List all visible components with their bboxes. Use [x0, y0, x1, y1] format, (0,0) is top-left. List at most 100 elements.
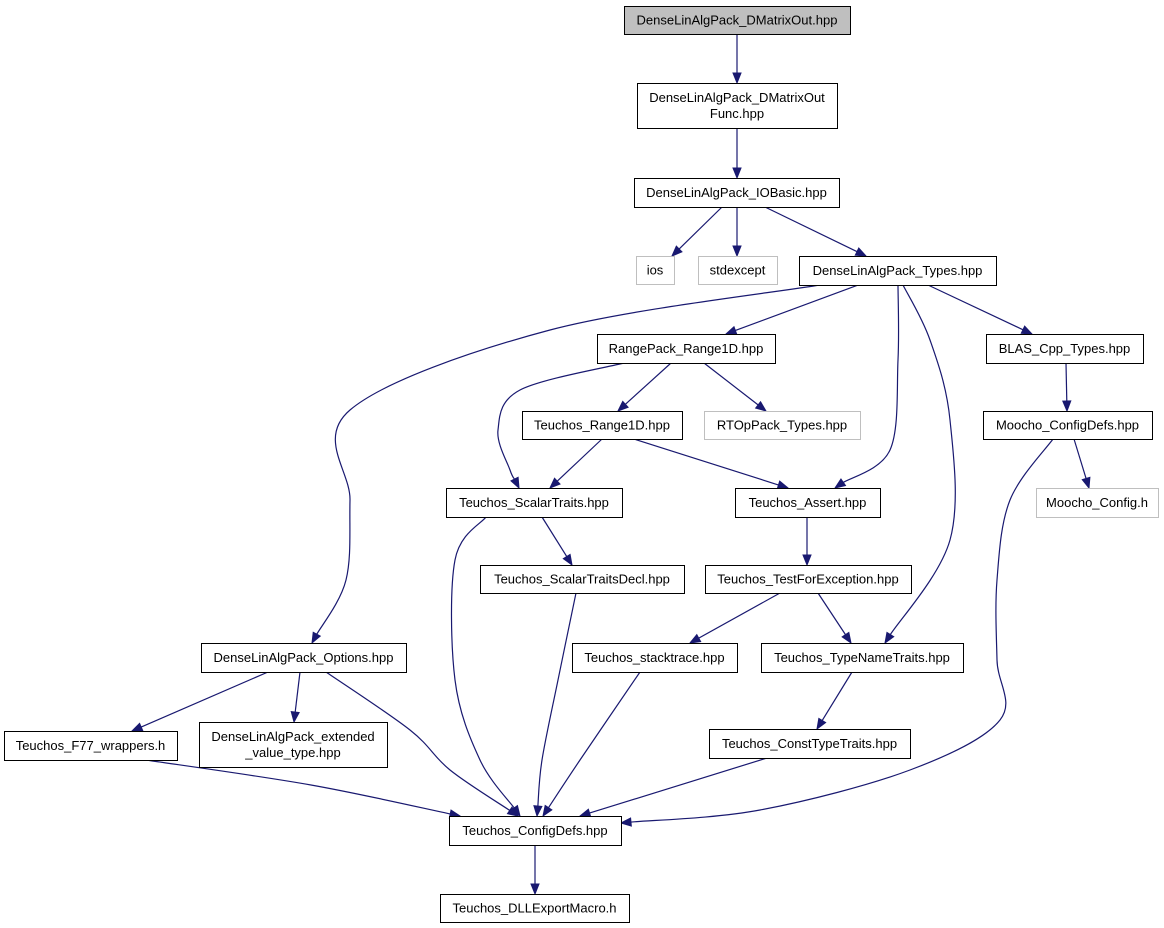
edge-line: [547, 671, 641, 809]
node-label: Teuchos_Range1D.hpp: [534, 418, 670, 433]
node-box: [637, 83, 838, 129]
edge-types-to-typenametraits: [884, 284, 956, 645]
node-label: RTOpPack_Types.hpp: [717, 418, 847, 433]
edge-testforexc-to-stacktrace: [688, 592, 781, 644]
edge-line: [315, 284, 821, 636]
arrow-head: [732, 245, 742, 258]
node-label: Teuchos_TypeNameTraits.hpp: [774, 650, 950, 665]
edge-iobasic-to-types: [764, 206, 868, 257]
node-options[interactable]: DenseLinAlgPack_Options.hpp: [201, 643, 407, 673]
edge-line: [1065, 362, 1068, 403]
arrow-head: [884, 631, 895, 645]
node-label: BLAS_Cpp_Types.hpp: [999, 341, 1131, 356]
node-stacktrace[interactable]: Teuchos_stacktrace.hpp: [572, 643, 738, 673]
edge-options-to-extended: [290, 671, 301, 724]
node-label: Teuchos_ConfigDefs.hpp: [462, 823, 607, 838]
arrow-head: [510, 476, 520, 490]
node-stdexcept[interactable]: stdexcept: [698, 256, 778, 285]
edge-options-to-tconfigdefs: [325, 671, 520, 817]
edge-line: [140, 671, 269, 728]
node-f77[interactable]: Teuchos_F77_wrappers.h: [4, 731, 178, 761]
edge-iobasic-to-stdexcept: [732, 207, 742, 258]
arrow-head: [732, 167, 742, 180]
node-ios[interactable]: ios: [636, 256, 675, 285]
node-iobasic[interactable]: DenseLinAlgPack_IOBasic.hpp: [634, 178, 840, 208]
edge-line: [889, 284, 956, 636]
node-label: Teuchos_stacktrace.hpp: [584, 650, 724, 665]
edge-line: [537, 592, 577, 808]
edge-types-to-blas: [927, 284, 1034, 335]
edge-line: [764, 206, 859, 253]
edge-consttypetraits-to-tconfigdefs: [578, 757, 768, 818]
node-scalartraits[interactable]: Teuchos_ScalarTraits.hpp: [446, 488, 623, 518]
node-box: [799, 256, 997, 286]
node-testforexc[interactable]: Teuchos_TestForException.hpp: [705, 565, 912, 594]
node-box: [624, 6, 851, 35]
node-box: [698, 256, 778, 285]
edge-range1d-to-trange1d: [617, 362, 672, 412]
edge-line: [703, 362, 760, 406]
edge-line: [678, 206, 723, 251]
edge-options-to-f77: [130, 671, 269, 732]
nodes-layer: DenseLinAlgPack_DMatrixOut.hppDenseLinAl…: [4, 6, 1159, 923]
edge-line: [697, 592, 781, 640]
edge-line: [1073, 438, 1087, 480]
node-consttypetraits[interactable]: Teuchos_ConstTypeTraits.hpp: [709, 729, 911, 759]
node-label: stdexcept: [710, 263, 766, 278]
edge-testforexc-to-typenametraits: [817, 592, 852, 645]
arrow-head: [1081, 476, 1091, 490]
node-label: _value_type.hpp: [244, 745, 340, 760]
edge-typenametraits-to-consttypetraits: [816, 671, 853, 731]
node-label: Func.hpp: [710, 106, 764, 121]
node-box: [572, 643, 738, 673]
edge-scalartraits-to-tconfigdefs: [450, 516, 521, 818]
node-types[interactable]: DenseLinAlgPack_Types.hpp: [799, 256, 997, 286]
node-label: Teuchos_TestForException.hpp: [717, 572, 898, 587]
node-tconfigdefs[interactable]: Teuchos_ConfigDefs.hpp: [449, 816, 622, 846]
node-box: [597, 334, 776, 364]
node-box: [705, 565, 912, 594]
node-label: Teuchos_DLLExportMacro.h: [452, 901, 616, 916]
arrow-head: [578, 808, 592, 818]
edge-iobasic-to-ios: [671, 206, 723, 257]
node-trange1d[interactable]: Teuchos_Range1D.hpp: [522, 411, 683, 440]
arrow-head: [671, 245, 683, 257]
edge-line: [145, 759, 452, 815]
node-mconfigh[interactable]: Moocho_Config.h: [1036, 488, 1159, 518]
edge-blas-to-mconfigdefs: [1062, 362, 1072, 413]
edge-scalartraits-to-scalartraitsdecl: [541, 516, 573, 567]
node-typenametraits[interactable]: Teuchos_TypeNameTraits.hpp: [761, 643, 964, 673]
edge-line: [817, 592, 847, 636]
node-scalartraitsdecl[interactable]: Teuchos_ScalarTraitsDecl.hpp: [480, 565, 685, 594]
node-label: DenseLinAlgPack_IOBasic.hpp: [646, 185, 827, 200]
edge-line: [927, 284, 1025, 331]
arrow-head: [130, 722, 144, 732]
edge-range1d-to-rtop: [703, 362, 768, 412]
node-dllexport[interactable]: Teuchos_DLLExportMacro.h: [440, 894, 630, 923]
node-blas[interactable]: BLAS_Cpp_Types.hpp: [986, 334, 1144, 364]
arrow-head: [841, 631, 852, 645]
edge-line: [556, 438, 603, 483]
node-root[interactable]: DenseLinAlgPack_DMatrixOut.hpp: [624, 6, 851, 35]
node-range1d[interactable]: RangePack_Range1D.hpp: [597, 334, 776, 364]
node-label: Teuchos_ScalarTraitsDecl.hpp: [494, 572, 670, 587]
edge-outfunc-to-iobasic: [732, 128, 742, 180]
arrow-head: [1020, 325, 1034, 335]
edge-line: [633, 438, 780, 486]
node-rtop[interactable]: RTOpPack_Types.hpp: [704, 411, 861, 440]
node-box: [440, 894, 630, 923]
node-label: DenseLinAlgPack_extended: [211, 729, 374, 744]
node-label: ios: [647, 263, 664, 278]
edge-trange1d-to-assert: [633, 438, 790, 490]
arrow-head: [688, 633, 702, 644]
node-box: [704, 411, 861, 440]
node-box: [4, 731, 178, 761]
node-box: [522, 411, 683, 440]
node-box: [986, 334, 1144, 364]
node-mconfigdefs[interactable]: Moocho_ConfigDefs.hpp: [983, 411, 1153, 440]
node-assert[interactable]: Teuchos_Assert.hpp: [735, 488, 881, 518]
node-box: [480, 565, 685, 594]
node-extended[interactable]: DenseLinAlgPack_extended_value_type.hpp: [199, 722, 388, 768]
node-label: Moocho_ConfigDefs.hpp: [996, 418, 1139, 433]
